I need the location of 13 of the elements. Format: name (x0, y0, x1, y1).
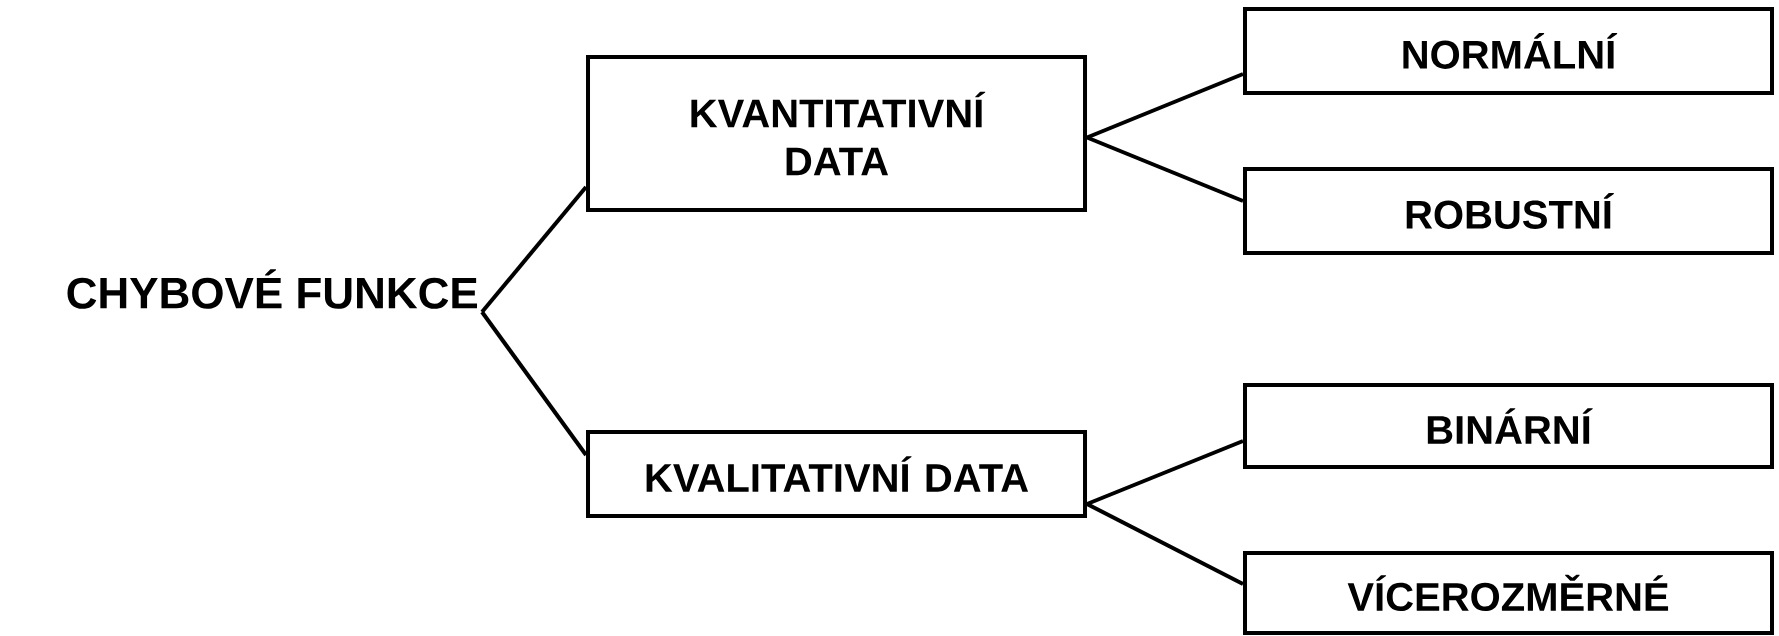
connector-line (480, 185, 588, 314)
connector-line (480, 310, 588, 457)
category-box: ROBUSTNÍ (1243, 167, 1774, 255)
category-box: VÍCEROZMĚRNÉ (1243, 551, 1774, 635)
connector-line (1086, 72, 1244, 140)
category-box: NORMÁLNÍ (1243, 7, 1774, 95)
category-box: BINÁRNÍ (1243, 383, 1774, 469)
connector-line (1086, 439, 1244, 506)
root-label: CHYBOVÉ FUNKCE (67, 269, 477, 309)
category-box: KVALITATIVNÍ DATA (586, 430, 1087, 518)
connector-line (1086, 135, 1244, 203)
connector-line (1086, 502, 1244, 586)
category-box: KVANTITATIVNÍ DATA (586, 55, 1087, 212)
